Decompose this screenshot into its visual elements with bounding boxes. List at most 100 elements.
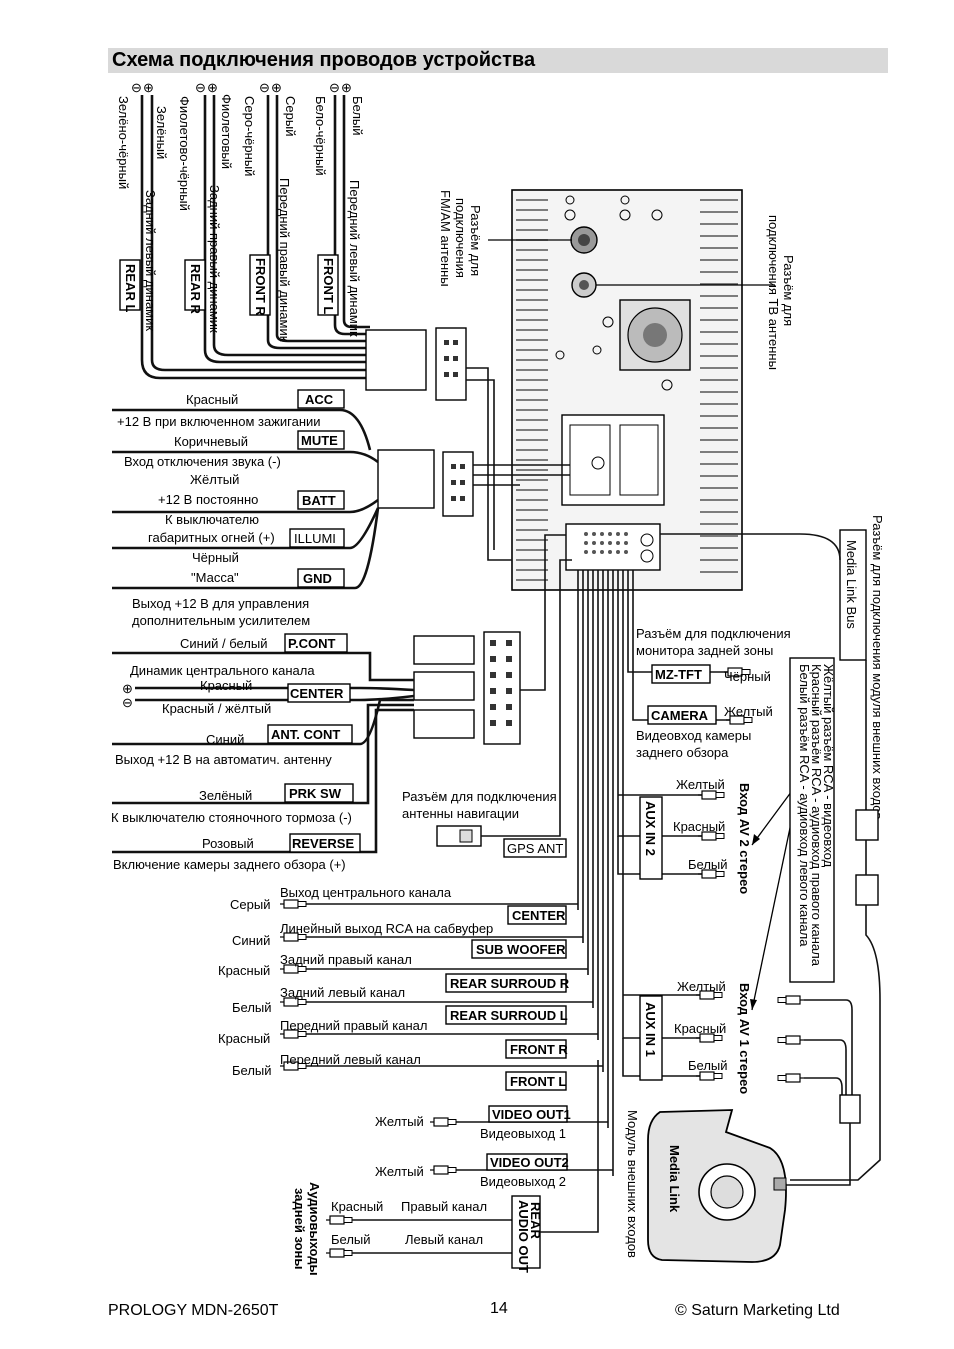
rear-r-plus-mark: ⊕ (207, 80, 218, 95)
antcont-desc: Выход +12 В на автоматич. антенну (115, 752, 332, 767)
rear-l-wire-plus: Зелёный (154, 106, 169, 159)
reverse-tag: REVERSE (292, 836, 354, 851)
front-r-tag-box (249, 254, 271, 316)
footer-model: PROLOGY MDN-2650T (108, 1302, 279, 1319)
gps-desc-1: Разъём для подключения (402, 789, 557, 804)
pcont-tag: P.CONT (288, 636, 335, 651)
rear-audio-side-2: задней зоны (292, 1188, 307, 1270)
rca-rear-r-tag-box (445, 973, 567, 993)
reverse-tag-box (289, 833, 361, 853)
title-bar: Схема подключения проводов устройства (108, 48, 888, 73)
front-r-plus-mark: ⊕ (271, 80, 282, 95)
rear-audio-tag-1: REAR (528, 1202, 543, 1239)
front-l-tag-box (317, 254, 339, 316)
rca-rear-r-desc: Задний правый канал (280, 952, 412, 967)
footer-page-number: 14 (490, 1300, 508, 1317)
front-r-wire-minus: Серо-чёрный (242, 96, 257, 176)
prksw-desc: К выключателю стояночного тормоза (-) (111, 810, 352, 825)
antcont-tag-box (267, 724, 353, 744)
illumi-desc-2: габаритных огней (+) (148, 530, 275, 545)
mz-desc-2: монитора задней зоны (636, 643, 773, 658)
acc-tag: ACC (305, 392, 334, 407)
speaker-labels: Зелёно-чёрный Зелёный Задний левый динам… (116, 94, 365, 342)
module-plug (839, 1094, 861, 1124)
mute-color: Коричневый (174, 434, 248, 449)
video-out2-tag: VIDEO OUT2 (490, 1155, 569, 1170)
fm-am-antenna-note-3: FM/AM антенны (438, 190, 453, 287)
video-out1-desc: Видеовыход 1 (480, 1126, 566, 1141)
fm-am-antenna-note-2: подключения (453, 198, 468, 278)
pcont-desc-1: Выход +12 В для управления (132, 596, 309, 611)
aux1-side: Вход AV 1 стерео (737, 983, 752, 1094)
rca-sub-desc: Линейный выход RCA на сабвуфер (280, 921, 493, 936)
bus-connector-2 (855, 874, 879, 906)
rear-l-tag-box (119, 259, 141, 311)
rca-front-r-color: Красный (218, 1031, 270, 1046)
gnd-color: Чёрный (192, 550, 239, 565)
video-out1-tag-box (488, 1105, 568, 1123)
rca-front-l-color: Белый (232, 1063, 272, 1078)
rca-rear-l-color: Белый (232, 1000, 272, 1015)
front-l-wire-minus: Бело-чёрный (313, 96, 328, 176)
aux2-side: Вход AV 2 стерео (737, 783, 752, 894)
rear-audio-right-color: Красный (331, 1199, 383, 1214)
mute-desc: Вход отключения звука (-) (124, 454, 281, 469)
gps-antenna-plug (436, 825, 482, 847)
speaker-wires (140, 95, 370, 380)
acc-desc: +12 В при включенном зажигании (117, 414, 321, 429)
gps-desc-2: антенны навигации (402, 806, 519, 821)
camera-tag: CAMERA (651, 708, 709, 723)
camera-tag-box (647, 705, 717, 725)
rca-rear-l-tag-box (445, 1005, 567, 1025)
rca-rear-r-tag: REAR SURROUD R (450, 976, 570, 991)
rca-front-r-desc: Передний правый канал (280, 1018, 427, 1033)
media-link-note: Разъём для подключения модуля внешних вх… (870, 515, 885, 820)
rca-sub-tag-box (471, 939, 567, 959)
center-color-1: Красный (200, 678, 252, 693)
center-minus-mark: ⊖ (122, 695, 133, 710)
illumi-tag: ILLUMI (294, 531, 336, 546)
rca-front-l-tag: FRONT L (510, 1074, 566, 1089)
power-wires (112, 408, 380, 590)
batt-color: Жёлтый (190, 472, 239, 487)
gps-tag: GPS ANT (507, 841, 563, 856)
front-l-caption: Передний левый динамик (347, 180, 362, 337)
reverse-desc: Включение камеры заднего обзора (+) (113, 857, 346, 872)
rca-center-desc: Выход центрального канала (280, 885, 452, 900)
front-l-tag: FRONT L (321, 258, 336, 314)
front-l-minus-mark: ⊖ (329, 80, 340, 95)
video-out1-color: Желтый (375, 1114, 424, 1129)
rca-front-l-desc: Передний левый канал (280, 1052, 421, 1067)
aux2-white: Белый (688, 857, 728, 872)
rca-center-tag: CENTER (512, 908, 566, 923)
rca-rear-l-tag: REAR SURROUD L (450, 1008, 568, 1023)
iso-connector (561, 414, 665, 506)
rear-l-caption: Задний левый динамик (143, 190, 158, 331)
aux2-tag: AUX IN 2 (643, 801, 658, 856)
prksw-tag: PRK SW (289, 786, 342, 801)
pcont-color: Синий / белый (180, 636, 267, 651)
reverse-color: Розовый (202, 836, 254, 851)
pcont-desc-2: дополнительным усилителем (132, 613, 310, 628)
media-link-module-label: Media Link (667, 1145, 682, 1213)
rear-l-minus-mark: ⊖ (131, 80, 142, 95)
video-out1-tag: VIDEO OUT1 (492, 1107, 571, 1122)
video-out2-desc: Видеовыход 2 (480, 1174, 566, 1189)
batt-desc: +12 В постоянно (158, 492, 258, 507)
illumi-tag-box (289, 528, 345, 548)
gps-tag-box (503, 838, 567, 858)
tv-antenna-note-2: подключения ТВ антенны (766, 215, 781, 370)
illumi-desc-1: К выключателю (165, 512, 259, 527)
rca-legend-box (789, 657, 835, 983)
antcont-color: Синий (206, 732, 244, 747)
batt-tag: BATT (302, 493, 336, 508)
camera-desc-1: Видеовход камеры (636, 728, 751, 743)
rear-audio-tag-box (511, 1195, 541, 1269)
center-speaker-desc: Динамик центрального канала (130, 663, 315, 678)
mz-tft-tag: MZ-TFT (655, 667, 702, 682)
media-link-module (647, 1109, 787, 1263)
prksw-tag-box (284, 783, 354, 803)
rear-l-tag: REAR L (123, 264, 138, 312)
rca-rear-l-desc: Задний левый канал (280, 985, 405, 1000)
